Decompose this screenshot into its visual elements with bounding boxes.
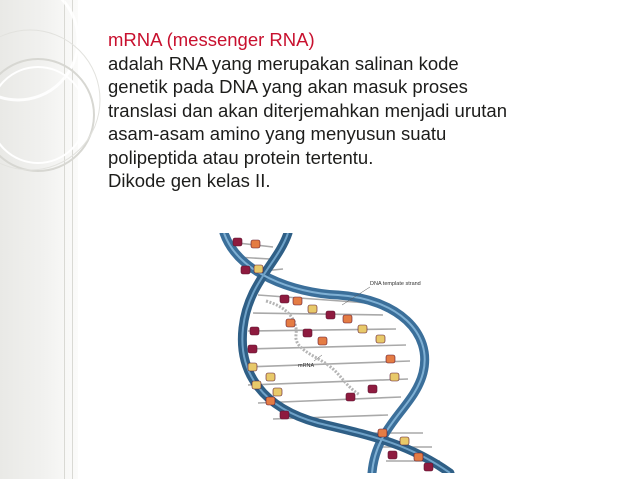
dna-diagram <box>219 228 455 478</box>
decorative-circles <box>0 0 101 172</box>
body-line: adalah RNA yang merupakan salinan kode <box>108 52 459 74</box>
dna-transcription-illustration: DNA template strand mRNA <box>218 228 458 478</box>
band-divider <box>72 0 73 479</box>
diagram-labels: DNA template strand mRNA <box>298 281 421 369</box>
decorative-band <box>0 0 78 479</box>
band-divider <box>64 0 65 479</box>
body-line: Dikode gen kelas II. <box>108 170 271 191</box>
mrna-label: mRNA <box>298 363 315 369</box>
dna-template-label: DNA template strand <box>370 281 421 287</box>
body-line: polipeptida atau protein tertentu. <box>108 146 374 168</box>
body-line: translasi dan akan diterjemahkan menjadi… <box>108 99 508 121</box>
slide-title: mRNA (messenger RNA) <box>108 29 315 50</box>
body-line: asam-asam amino yang menyusun suatu <box>108 123 447 144</box>
text-block: mRNA (messenger RNA) adalah RNA yang mer… <box>108 28 608 193</box>
body-line: genetik pada DNA yang akan masuk proses <box>108 76 468 97</box>
